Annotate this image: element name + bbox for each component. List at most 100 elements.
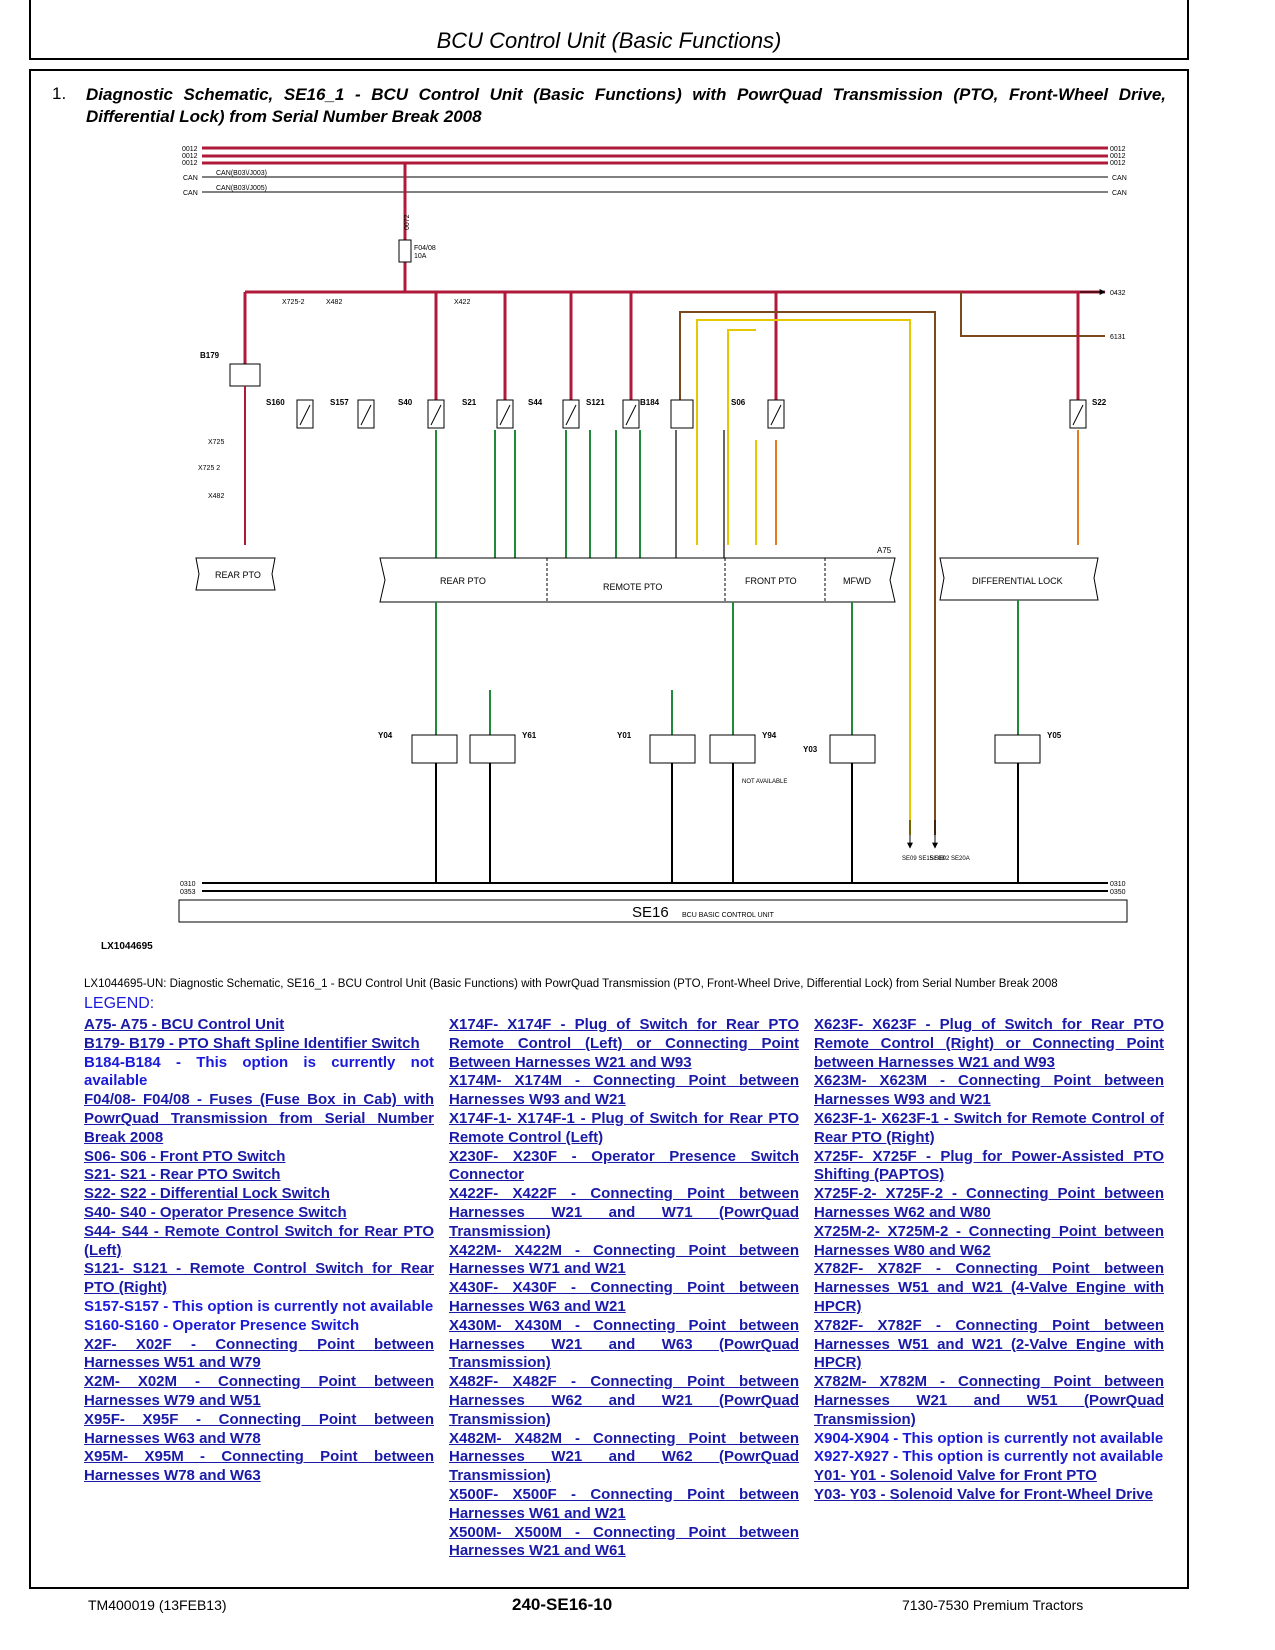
fuse-label: F04/08 xyxy=(414,245,436,252)
legend-link[interactable]: X725F-2- X725F-2 - Connecting Point betw… xyxy=(814,1185,1164,1221)
bottom-wire-right-2: 0350 xyxy=(1110,889,1126,896)
top-wire-left-1: 0012 xyxy=(182,146,198,153)
bottom-ref-1: SE09 SE15 SE02 SE20A xyxy=(902,856,970,862)
legend-note: X927-X927 - This option is currently not… xyxy=(814,1448,1164,1466)
section-mfwd: MFWD xyxy=(843,576,871,586)
legend-link[interactable]: X623F- X623F - Plug of Switch for Rear P… xyxy=(814,1016,1164,1071)
top-wire-right-3: 0012 xyxy=(1110,160,1126,167)
harness-x482: X482 xyxy=(326,299,342,306)
can-right-2: CAN xyxy=(1112,190,1127,197)
section-remote-pto: REMOTE PTO xyxy=(603,582,662,592)
top-wire-left-2: 0012 xyxy=(182,153,198,160)
legend-link[interactable]: X725F- X725F - Plug for Power-Assisted P… xyxy=(814,1147,1164,1184)
legend-link[interactable]: X482F- X482F - Connecting Point between … xyxy=(449,1373,799,1428)
legend-link[interactable]: X174F-1- X174F-1 - Plug of Switch for Re… xyxy=(449,1109,799,1146)
a75-control-unit xyxy=(379,557,896,603)
legend-note: B184-B184 - This option is currently not… xyxy=(84,1053,434,1090)
label-s06: S06 xyxy=(731,398,746,407)
can-left-1: CAN xyxy=(183,175,198,182)
legend-column-1: A75- A75 - BCU Control Unit B179- B179 -… xyxy=(84,1016,434,1486)
top-wire-right-1: 0012 xyxy=(1110,146,1126,153)
top-wire-left-3: 0012 xyxy=(182,160,198,167)
label-y94: Y94 xyxy=(762,731,777,740)
page-header-frame: BCU Control Unit (Basic Functions) xyxy=(29,0,1189,60)
wiring-schematic: 0012 0012 0012 0012 0012 0012 CAN CAN CA… xyxy=(178,146,1128,923)
section-rear-pto: REAR PTO xyxy=(440,576,486,586)
bus-label: SE16 xyxy=(632,904,669,921)
chain-x482: X482 xyxy=(208,493,224,500)
legend-link[interactable]: X95F- X95F - Connecting Point between Ha… xyxy=(84,1410,434,1447)
legend-note: S157-S157 - This option is currently not… xyxy=(84,1297,434,1315)
legend-column-2: X174F- X174F - Plug of Switch for Rear P… xyxy=(449,1016,799,1561)
legend-link[interactable]: X623F-1- X623F-1 - Switch for Remote Con… xyxy=(814,1109,1164,1146)
can-mid-2: CAN(B03\/J005) xyxy=(216,185,267,192)
wire-0432-right: 0432 xyxy=(1110,290,1126,297)
footer-manual-id: TM400019 (13FEB13) xyxy=(88,1597,227,1613)
legend-link[interactable]: X500M- X500M - Connecting Point between … xyxy=(449,1523,799,1560)
legend-link[interactable]: F04/08- F04/08 - Fuses (Fuse Box in Cab)… xyxy=(84,1091,434,1146)
fuse-wire: 0072 xyxy=(404,214,411,230)
label-y01: Y01 xyxy=(617,731,632,740)
legend-link[interactable]: X430M- X430M - Connecting Point between … xyxy=(449,1316,799,1372)
legend-link[interactable]: B179- B179 - PTO Shaft Spline Identifier… xyxy=(84,1034,420,1052)
item-title: Diagnostic Schematic, SE16_1 - BCU Contr… xyxy=(86,85,1166,126)
legend-link[interactable]: X782M- X782M - Connecting Point between … xyxy=(814,1373,1164,1428)
page-title: BCU Control Unit (Basic Functions) xyxy=(436,28,782,53)
fuse-symbol xyxy=(398,239,412,263)
legend-link[interactable]: X623M- X623M - Connecting Point between … xyxy=(814,1072,1164,1109)
content-frame xyxy=(29,69,1189,1589)
legend-link[interactable]: X2F- X02F - Connecting Point between Har… xyxy=(84,1335,434,1372)
legend-link[interactable]: A75- A75 - BCU Control Unit xyxy=(84,1016,285,1033)
legend-link[interactable]: X422M- X422M - Connecting Point between … xyxy=(449,1241,799,1278)
label-s40: S40 xyxy=(398,398,413,407)
left-box-label: REAR PTO xyxy=(215,570,261,580)
legend-link[interactable]: S40- S40 - Operator Presence Switch xyxy=(84,1203,347,1221)
legend-link[interactable]: Y03- Y03 - Solenoid Valve for Front-Whee… xyxy=(814,1485,1153,1503)
legend-link[interactable]: X2M- X02M - Connecting Point between Har… xyxy=(84,1373,434,1409)
legend-link[interactable]: S121- S121 - Remote Control Switch for R… xyxy=(84,1260,434,1297)
bottom-wire-right-1: 0310 xyxy=(1110,881,1126,888)
legend-link[interactable]: X230F- X230F - Operator Presence Switch … xyxy=(449,1147,799,1184)
label-s22: S22 xyxy=(1092,398,1107,407)
legend-link[interactable]: X174M- X174M - Connecting Point between … xyxy=(449,1072,799,1109)
label-y04: Y04 xyxy=(378,731,393,740)
bus-desc: BCU BASIC CONTROL UNIT xyxy=(682,912,775,919)
wire-6131-right: 6131 xyxy=(1110,334,1126,341)
legend-link[interactable]: S06- S06 - Front PTO Switch xyxy=(84,1147,286,1165)
legend-link[interactable]: Y01- Y01 - Solenoid Valve for Front PTO xyxy=(814,1467,1097,1485)
solenoid-y61 xyxy=(469,734,516,764)
legend-link[interactable]: X725M-2- X725M-2 - Connecting Point betw… xyxy=(814,1222,1164,1259)
legend-link[interactable]: S21- S21 - Rear PTO Switch xyxy=(84,1166,281,1184)
diff-lock-box xyxy=(939,557,1099,601)
legend-link[interactable]: X782F- X782F - Connecting Point between … xyxy=(814,1316,1164,1372)
footer-product: 7130-7530 Premium Tractors xyxy=(902,1597,1084,1613)
legend-link[interactable]: X422F- X422F - Connecting Point between … xyxy=(449,1185,799,1240)
legend-link[interactable]: X782F- X782F - Connecting Point between … xyxy=(814,1260,1164,1315)
solenoid-y01 xyxy=(649,734,696,764)
legend-link[interactable]: X174F- X174F - Plug of Switch for Rear P… xyxy=(449,1016,799,1071)
legend-link[interactable]: S22- S22 - Differential Lock Switch xyxy=(84,1185,330,1203)
component-b179 xyxy=(229,363,261,387)
legend-note: X904-X904 - This option is currently not… xyxy=(814,1429,1164,1447)
solenoid-y04 xyxy=(411,734,458,764)
footer-page-number: 240-SE16-10 xyxy=(512,1595,613,1614)
label-y05: Y05 xyxy=(1047,731,1062,740)
legend-link[interactable]: X482M- X482M - Connecting Point between … xyxy=(449,1429,799,1485)
section-front-pto: FRONT PTO xyxy=(745,576,797,586)
legend-link[interactable]: X95M- X95M - Connecting Point between Ha… xyxy=(84,1448,434,1485)
figure-id: LX1044695 xyxy=(101,941,153,952)
left-ecu-box xyxy=(195,557,276,591)
label-s157: S157 xyxy=(330,398,349,407)
can-right-1: CAN xyxy=(1112,175,1127,182)
chain-x725-2: X725 2 xyxy=(198,465,220,472)
solenoid-y03 xyxy=(829,734,876,764)
legend-link[interactable]: X500F- X500F - Connecting Point between … xyxy=(449,1485,799,1522)
legend-link[interactable]: X430F- X430F - Connecting Point between … xyxy=(449,1279,799,1315)
se16-bus-box xyxy=(178,899,1128,923)
legend-column-3: X623F- X623F - Plug of Switch for Rear P… xyxy=(814,1016,1164,1505)
label-y03: Y03 xyxy=(803,745,818,754)
can-left-2: CAN xyxy=(183,190,198,197)
label-s21: S21 xyxy=(462,398,477,407)
legend-link[interactable]: S44- S44 - Remote Control Switch for Rea… xyxy=(84,1222,434,1259)
y94-note: NOT AVAILABLE xyxy=(742,779,787,785)
